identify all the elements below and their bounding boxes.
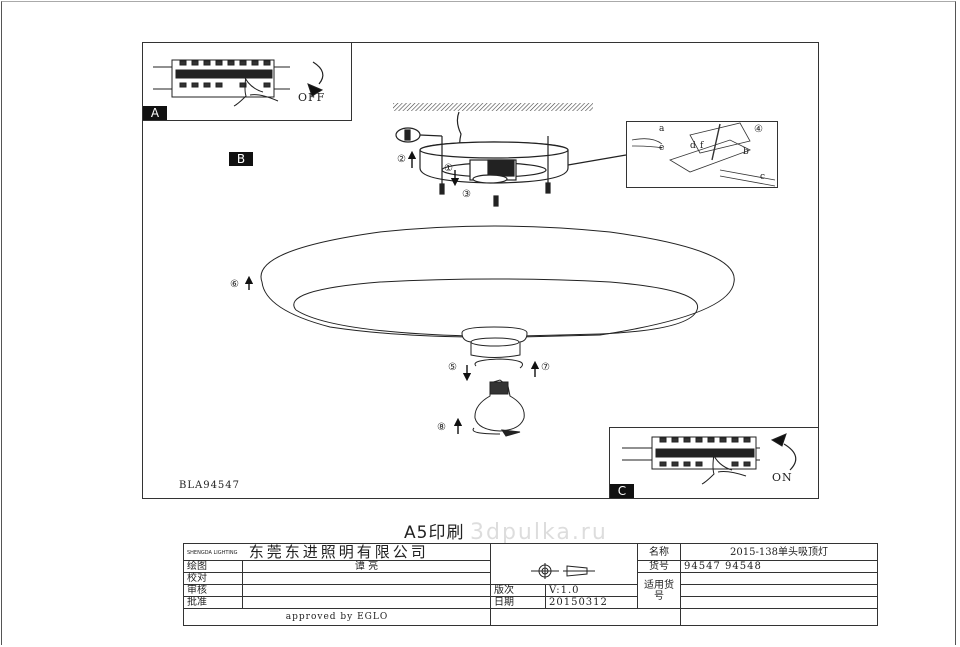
name-label: 名称 [637, 543, 681, 561]
step-5-label: ⑤ [448, 362, 457, 373]
glass-diffuser [260, 225, 735, 358]
step-3-label: ③ [462, 189, 471, 200]
detail-label-d: d [690, 141, 696, 151]
breaker-off-drawing [153, 59, 324, 107]
breaker-on-drawing [622, 433, 797, 485]
name-value: 2015-138单头吸顶灯 [680, 543, 878, 561]
panel-c-tag: C [610, 484, 634, 498]
step-7-label: ⑦ [541, 362, 550, 373]
ceiling-plate [395, 111, 627, 207]
title-block: SHENGDA LIGHTING 东莞东进照明有限公司 名称 2015-138单… [183, 543, 878, 626]
ceiling-hatch [393, 103, 593, 111]
model-code: BLA94547 [179, 480, 241, 491]
print-size-note: A5印刷 [404, 523, 465, 543]
item-no-label: 货号 [637, 560, 681, 573]
approved-by: approved by EGLO [183, 608, 491, 626]
detail-label-f: f [700, 141, 704, 151]
step-2-label: ② [397, 154, 406, 165]
drawn-value: 谭 亮 [242, 560, 491, 573]
version-label: 版次 [490, 584, 546, 597]
panel-a-tag: A [143, 106, 167, 120]
company-logo: SHENGDA LIGHTING [187, 550, 238, 556]
first-angle-projection-icon [531, 562, 595, 579]
projection-symbol [490, 560, 638, 585]
step-1-label: ① [444, 163, 453, 174]
item-no-value: 94547 94548 [680, 560, 878, 573]
applicable-value-3 [680, 596, 878, 609]
footer-blank-1 [490, 608, 681, 626]
applicable-value-1 [680, 572, 878, 585]
company-name: 东莞东进照明有限公司 [248, 543, 429, 561]
reviewed-value [242, 584, 491, 597]
company-cell: SHENGDA LIGHTING 东莞东进照明有限公司 [183, 543, 491, 561]
off-label: OFF [298, 91, 326, 104]
applicable-value-2 [680, 584, 878, 597]
drawing-frame [142, 42, 819, 499]
reviewed-label: 审核 [183, 584, 243, 597]
symbol-area-top [490, 543, 638, 561]
applicable-label: 适用货号 [637, 572, 681, 609]
approved-value [242, 596, 491, 609]
step-4-label: ④ [754, 124, 763, 135]
detail-label-e: e [659, 143, 665, 153]
footer-blank-2 [680, 608, 878, 626]
light-bulb [472, 358, 525, 437]
step-8-label: ⑧ [437, 422, 446, 433]
detail-label-a: a [659, 124, 665, 134]
watermark: 3dpulka.ru [470, 520, 608, 545]
detail-label-c: c [760, 172, 766, 182]
on-label: ON [772, 471, 793, 484]
step-6-label: ⑥ [230, 279, 239, 290]
approved-label: 批准 [183, 596, 243, 609]
step-arrows [244, 150, 540, 434]
drawn-label: 绘图 [183, 560, 243, 573]
date-label: 日期 [490, 596, 546, 609]
wiring-detail-drawing [631, 122, 776, 187]
panel-b-tag: B [229, 152, 253, 166]
date-value: 20150312 [545, 596, 638, 609]
detail-label-b: b [743, 147, 749, 157]
checked-label: 校对 [183, 572, 243, 585]
checked-value [242, 572, 491, 585]
version-value: V:1.0 [545, 584, 638, 597]
